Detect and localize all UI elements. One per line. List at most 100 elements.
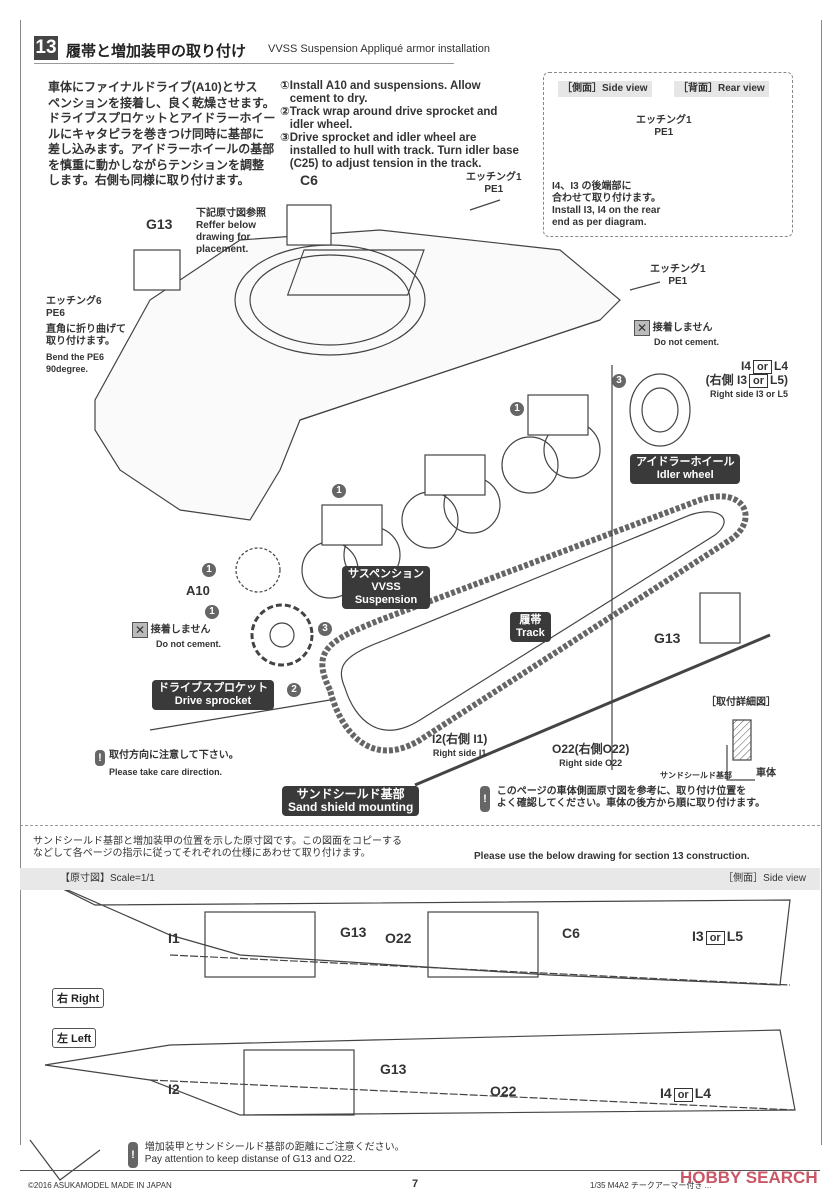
instruction-text: Install A10 and suspensions. Allow cemen… xyxy=(289,80,481,105)
note-line: I4、I3 の後端部に xyxy=(552,181,632,192)
placement-en: placement. xyxy=(196,244,249,255)
page-frame xyxy=(20,20,822,1145)
scale-bar: 【原寸図】Scale=1/1 ［側面］Side view xyxy=(20,868,820,890)
left-g13: G13 xyxy=(380,1061,407,1077)
step-circle-3: 3 xyxy=(612,374,626,388)
right-o22: O22 xyxy=(385,930,412,946)
do-not-cement-jp: 接着しません xyxy=(150,624,211,636)
do-not-cement-icon: ✕ xyxy=(132,622,148,638)
left-g13-outline xyxy=(243,1049,355,1116)
road-wheel xyxy=(401,491,459,549)
lower-intro-en: Please use the below drawing for section… xyxy=(474,851,750,862)
part-g13-right-label: G13 xyxy=(654,630,681,646)
part-i2: I2(右側 I1) xyxy=(432,732,488,746)
o22-label: O22(右側O22) Right side O22 xyxy=(552,740,629,769)
part-i3: I3 xyxy=(692,928,704,944)
part-l5: L5 xyxy=(726,928,744,944)
part-o22-en: Right side O22 xyxy=(559,758,623,768)
final-drive-drawing xyxy=(235,547,281,593)
instruction-text: Track wrap around drive sprocket and idl… xyxy=(289,106,498,131)
i2-label: I2(右側 I1)Right side I1 xyxy=(432,730,487,759)
intro-line: サンドシールド基部と増加装甲の位置を示した原寸図です。この図面をコピーする xyxy=(33,836,402,847)
right-i1: I1 xyxy=(168,930,180,946)
warning-icon: ! xyxy=(95,750,105,766)
detail-hull-label: 車体 xyxy=(756,768,776,779)
step-title-en: VVSS Suspension Appliqué armor installat… xyxy=(268,43,490,55)
detail-title: ［取付詳細図］ xyxy=(706,697,776,708)
step-circle-3: 3 xyxy=(318,622,332,636)
intro-jp: 車体にファイナルドライブ(A10)とサス ペンションを接着し、良く乾燥させます。… xyxy=(48,80,275,189)
label-en: Drive sprocket xyxy=(174,695,252,707)
pe-code: PE1 xyxy=(654,127,674,138)
right-side-parts-en: Right side I3 or L5 xyxy=(709,389,788,399)
or-box: or xyxy=(752,360,772,374)
c6-panel xyxy=(286,204,332,246)
right-c6-outline xyxy=(427,911,539,978)
hobby-search-watermark: HOBBY SEARCH xyxy=(680,1168,818,1187)
placement-en: drawing for xyxy=(196,232,251,243)
label-jp: サンドシールド基部 xyxy=(296,787,405,801)
g13-panel xyxy=(133,249,181,291)
section-divider xyxy=(20,825,820,826)
step-mark: ③ xyxy=(280,132,290,144)
right-g13: G13 xyxy=(340,924,367,940)
title-underline xyxy=(34,63,454,64)
intro-line: などして各ページの指示に従ってそれぞれの仕様にあわせて取り付けます。 xyxy=(33,848,371,859)
part-right-i3: (右側 I3 xyxy=(705,373,747,387)
warning-icon: ! xyxy=(128,1142,138,1168)
label-en: Suspension xyxy=(354,594,418,606)
step-mark: ① xyxy=(280,80,290,92)
step-title-jp: 履帯と増加装甲の取り付け xyxy=(66,43,247,60)
direction-warning: !取付方向に注意して下さい。 Please take care directio… xyxy=(95,750,239,778)
g13-panel-right xyxy=(699,592,741,644)
part-i4: I4 xyxy=(660,1085,672,1101)
step-circle-1: 1 xyxy=(202,563,216,577)
part-l4: L4 xyxy=(773,359,788,373)
page-position-note: ! このページの車体側面原寸図を参考に、取り付け位置を よく確認してください。車… xyxy=(480,786,765,812)
intro-line: します。右側も同様に取り付けます。 xyxy=(48,173,250,187)
pe-jp: エッチング1 xyxy=(636,115,692,126)
distance-warning: ! 増加装甲とサンドシールド基部の距離にご注意ください。 Pay attenti… xyxy=(128,1142,405,1168)
instruction-text: Drive sprocket and idler wheel are insta… xyxy=(289,132,519,170)
part-o22: O22(右側O22) xyxy=(552,742,630,756)
label-en: Idler wheel xyxy=(656,469,714,481)
intro-line: ルにキャタピラを巻きつけ同時に基部に xyxy=(48,126,265,141)
left-side-tag: 左 Left xyxy=(52,1028,97,1048)
or-box: or xyxy=(673,1088,693,1102)
road-wheel xyxy=(501,436,559,494)
do-not-cement-icon: ✕ xyxy=(634,320,650,336)
warning-en: Please take care direction. xyxy=(109,767,223,777)
intro-line: ペンションを接着し、良く乾燥させます。 xyxy=(48,95,275,110)
note-jp: 増加装甲とサンドシールド基部の距離にご注意ください。 xyxy=(144,1142,405,1153)
note-line: 合わせて取り付けます。 xyxy=(552,193,661,204)
intro-line: ドライブスプロケットとアイドラーホイー xyxy=(48,111,276,125)
do-not-cement-en: Do not cement. xyxy=(654,337,720,347)
right-c6: C6 xyxy=(562,925,580,941)
note-line: Install I3, I4 on the rear xyxy=(552,205,661,216)
track-drawing xyxy=(319,493,749,754)
scale-label: 【原寸図】Scale=1/1 xyxy=(60,873,155,884)
detail-sand-label: サンドシールド基部 xyxy=(660,771,732,780)
label-jp: サスペンション xyxy=(348,568,425,580)
pe-code: PE1 xyxy=(668,276,688,287)
label-jp: 履帯 xyxy=(519,614,542,626)
drive-sprocket-drawing xyxy=(250,603,314,667)
part-i4: I4 xyxy=(740,359,751,373)
step-circle-2: 2 xyxy=(287,683,301,697)
placement-note: 下記原寸図参照 Reffer below drawing for placeme… xyxy=(196,208,266,256)
label-en: Sand shield mounting xyxy=(288,800,414,814)
label-jp: ドライブスプロケット xyxy=(158,682,268,694)
